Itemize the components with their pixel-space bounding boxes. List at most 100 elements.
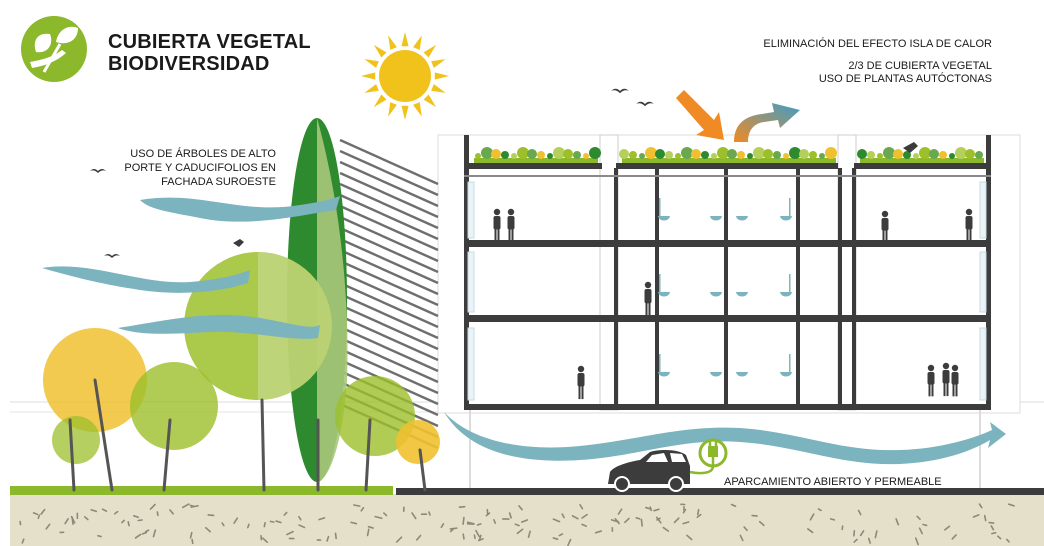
- louver-slat: [339, 314, 439, 362]
- person-head: [951, 364, 959, 372]
- louver-slat: [339, 160, 439, 208]
- louver-slat: [339, 182, 439, 230]
- soil-mark: [326, 535, 330, 542]
- sun-ray: [413, 102, 422, 117]
- roof-plant: [481, 147, 493, 159]
- person-head: [927, 364, 935, 372]
- roof-plant: [825, 147, 837, 159]
- soil-mark: [21, 538, 25, 544]
- louver-slat: [339, 138, 439, 186]
- soil-mark: [983, 514, 987, 522]
- soil-mark: [149, 503, 156, 510]
- roof-plant: [877, 153, 883, 159]
- soil-mark: [739, 534, 744, 542]
- wind-flow: [140, 196, 340, 222]
- soil-mark: [286, 530, 294, 536]
- roof-plant: [573, 151, 581, 159]
- soil-mark: [978, 503, 983, 509]
- building: [437, 134, 1021, 488]
- soil-mark: [40, 508, 46, 515]
- roof-plant: [655, 149, 665, 159]
- green-roof-label: 2/3 DE CUBIERTA VEGETAL USO DE PLANTAS A…: [672, 60, 992, 86]
- soil-mark: [283, 511, 288, 516]
- person-icon: [507, 208, 515, 243]
- louver-slat: [339, 347, 439, 395]
- soil-mark: [857, 509, 862, 516]
- soil-mark: [101, 508, 108, 512]
- soil-mark: [581, 523, 588, 527]
- soil-mark: [133, 515, 140, 519]
- person-leg: [497, 228, 500, 243]
- soil-mark: [916, 515, 921, 520]
- person-leg: [508, 228, 511, 243]
- louver-slat: [339, 259, 439, 307]
- soil-mark: [70, 515, 76, 524]
- soil-mark: [221, 522, 225, 527]
- roof-slab: [464, 163, 602, 169]
- tree-trunk: [162, 418, 172, 492]
- soil-mark: [567, 538, 572, 546]
- person-body: [965, 216, 973, 230]
- roof-plant: [913, 153, 919, 159]
- roof-plant: [589, 147, 601, 159]
- louver-slat: [339, 325, 439, 373]
- soil-mark: [262, 537, 268, 543]
- floor-slab: [464, 404, 991, 410]
- roof-plant: [867, 151, 875, 159]
- column: [464, 135, 469, 410]
- soil-mark: [829, 518, 836, 521]
- roof-plant: [665, 151, 673, 159]
- person-leg: [494, 228, 497, 243]
- roof-plant: [639, 153, 645, 159]
- soil-mark: [516, 528, 524, 535]
- roof-plant: [789, 147, 801, 159]
- green-roof-line-1: 2/3 DE CUBIERTA VEGETAL: [848, 60, 992, 72]
- roof-plant: [783, 153, 789, 159]
- wind-flows: [42, 196, 1006, 465]
- roof-plant: [675, 153, 681, 159]
- roof-plant: [681, 147, 693, 159]
- column: [838, 168, 842, 408]
- soil-mark: [990, 525, 995, 531]
- roof-plant: [819, 153, 825, 159]
- soil-mark: [169, 509, 174, 515]
- person-leg: [885, 229, 888, 243]
- washbasin-icon: [780, 216, 792, 221]
- soil-mark: [233, 517, 239, 524]
- sun-ray: [373, 44, 387, 58]
- person-leg: [969, 228, 972, 243]
- trees-line-3: FACHADA SUROESTE: [161, 176, 276, 188]
- green-roof-line-2: USO DE PLANTAS AUTÓCTONAS: [818, 73, 992, 85]
- soil-mark: [558, 533, 564, 537]
- roof-plant: [475, 153, 481, 159]
- soil-mark: [475, 529, 480, 538]
- roof-plant: [773, 151, 781, 159]
- parking-label: APARCAMIENTO ABIERTO Y PERMEABLE: [724, 476, 942, 488]
- person-leg: [645, 302, 648, 317]
- soil-mark: [1006, 538, 1010, 543]
- column: [724, 168, 728, 408]
- louver-slat: [339, 336, 439, 384]
- roof-plants: [475, 147, 983, 159]
- soil-mark: [520, 519, 529, 523]
- roof-plant: [975, 151, 983, 159]
- sun-ray: [423, 44, 437, 58]
- soil-mark: [263, 521, 266, 528]
- bird-icon: [233, 239, 244, 247]
- soil-mark: [682, 508, 687, 514]
- grass-strip: [10, 486, 393, 495]
- person-icon: [965, 208, 973, 243]
- person-leg: [578, 385, 581, 400]
- sun-ray: [373, 94, 387, 108]
- soil-mark: [922, 523, 928, 527]
- sun-ray: [401, 105, 409, 120]
- soil-mark: [617, 508, 623, 515]
- glazing: [979, 181, 987, 239]
- soil-mark: [64, 518, 69, 525]
- person-leg: [943, 382, 946, 397]
- roof-plant: [517, 147, 529, 159]
- soil-mark: [817, 508, 822, 512]
- glazing: [467, 327, 475, 401]
- soil-mark: [594, 530, 603, 534]
